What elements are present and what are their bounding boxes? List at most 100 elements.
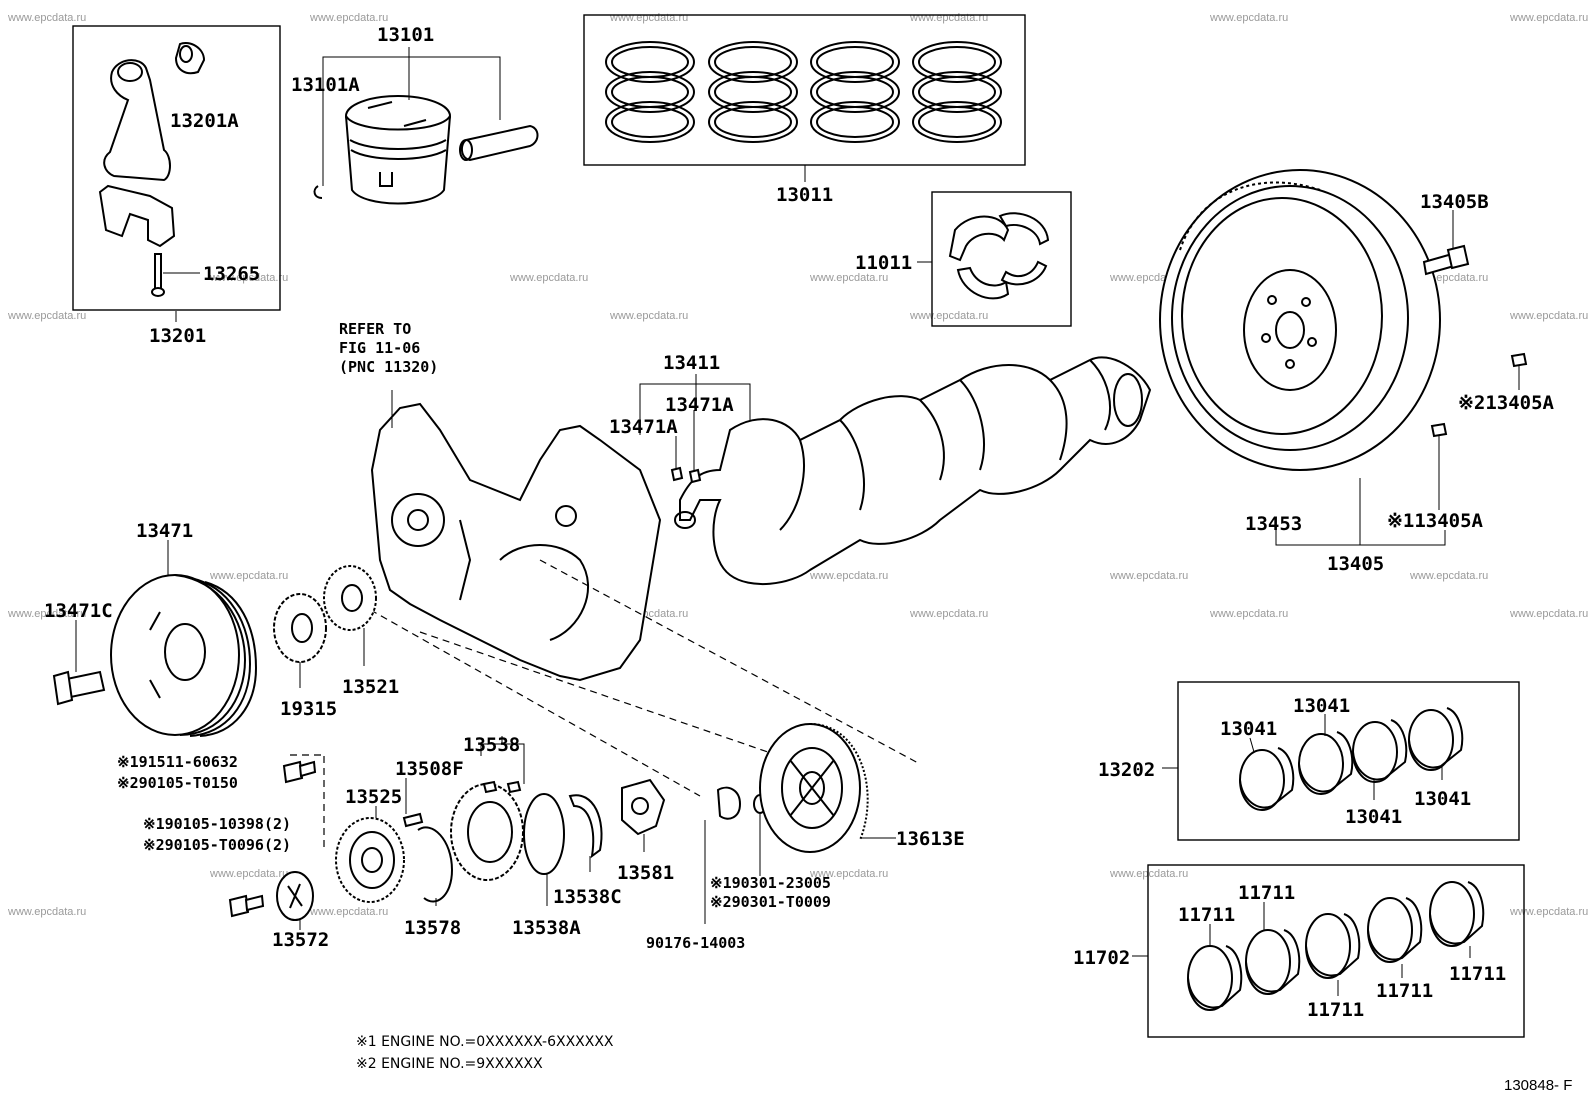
part-label-13405A-note1: ※113405A: [1387, 510, 1484, 532]
part-label-11711: 11711: [1376, 980, 1433, 1002]
part-label-13265: 13265: [203, 263, 260, 285]
part-label-13405: 13405: [1327, 553, 1384, 575]
part-label-13581: 13581: [617, 862, 674, 884]
part-label-11711: 11711: [1307, 999, 1364, 1021]
footnote-engine-range-2: ※2 ENGINE NO.=9XXXXXX: [356, 1056, 543, 1072]
connecting-rod-drawing: [98, 42, 206, 297]
part-label-13521: 13521: [342, 676, 399, 698]
part-label-90301-23005: ※190301-23005: [710, 874, 831, 892]
refer-note-line2: FIG 11-06: [339, 339, 420, 357]
watermark-text: www.epcdata.ru: [1209, 12, 1288, 24]
part-label-90105-10398: ※190105-10398(2): [143, 815, 291, 833]
part-label-90105-T0150: ※290105-T0150: [117, 774, 238, 792]
footnotes: ※1 ENGINE NO.=0XXXXXX-6XXXXXX ※2 ENGINE …: [356, 1034, 614, 1072]
part-label-13201: 13201: [149, 325, 206, 347]
rod-bearings-drawing: [1239, 707, 1464, 811]
crankshaft-drawing: [670, 356, 1152, 586]
watermark-text: www.epcdata.ru: [909, 12, 988, 24]
part-label-19315: 19315: [280, 698, 337, 720]
flywheel-group: 13405B ※213405A ※113405A 13453 13405: [1159, 169, 1555, 575]
group-frame: [931, 191, 1072, 327]
flywheel-drawing: [1159, 169, 1441, 471]
piston-rings-drawing: [605, 41, 1002, 143]
watermark-text: www.epcdata.ru: [1209, 608, 1288, 620]
part-label-13411: 13411: [663, 352, 720, 374]
thrust-washer-group: 11011: [855, 191, 1072, 327]
refer-note-line1: REFER TO: [339, 320, 411, 338]
part-label-13538C: 13538C: [553, 886, 622, 908]
pin-drawing: [506, 780, 522, 794]
watermark-text: www.epcdata.ru: [809, 272, 888, 284]
part-label-90105-T0096: ※290105-T0096(2): [143, 836, 291, 854]
watermark-text: www.epcdata.ru: [7, 310, 86, 322]
refer-note-line3: (PNC 11320): [339, 358, 438, 376]
part-label-13041: 13041: [1293, 695, 1350, 717]
crankshaft-group: 13411 13471A 13471A: [609, 352, 1152, 586]
part-label-13041: 13041: [1220, 718, 1277, 740]
plate-13572-drawing: [276, 871, 314, 921]
watermark-text: www.epcdata.ru: [309, 906, 388, 918]
bolt-90105-drawing: [228, 894, 265, 918]
part-label-13011: 13011: [776, 184, 833, 206]
part-label-11702: 11702: [1073, 947, 1130, 969]
sensor-plate-19315-drawing: [273, 593, 327, 663]
timing-cover-group: REFER TO FIG 11-06 (PNC 11320): [339, 320, 662, 682]
main-bearing-set-group: 11702 11711 11711 11711 11711 11711: [1073, 864, 1525, 1038]
watermark-text: www.epcdata.ru: [1509, 608, 1588, 620]
group-frame: [1177, 681, 1520, 841]
oil-pump-group: 13538 13508F 13525 13581 13578 13538A 13…: [117, 723, 965, 952]
watermark-text: www.epcdata.ru: [209, 272, 288, 284]
driven-gear-13613E-drawing: [759, 723, 869, 853]
part-label-13613E: 13613E: [896, 828, 965, 850]
watermark-text: www.epcdata.ru: [809, 570, 888, 582]
part-label-13525: 13525: [345, 786, 402, 808]
part-label-11711: 11711: [1178, 904, 1235, 926]
snap-ring-13538C-drawing: [568, 794, 603, 859]
part-label-13471C: 13471C: [44, 600, 113, 622]
watermark-text: www.epcdata.ru: [209, 570, 288, 582]
part-label-13041: 13041: [1345, 806, 1402, 828]
group-frame: [72, 25, 281, 311]
watermark-text: www.epcdata.ru: [909, 310, 988, 322]
part-label-13578: 13578: [404, 917, 461, 939]
part-label-13508F: 13508F: [395, 758, 464, 780]
watermark-text: www.epcdata.ru: [1509, 906, 1588, 918]
bolt-13405B-drawing: [1422, 244, 1470, 276]
part-label-13201A: 13201A: [170, 110, 239, 132]
gear-13525-drawing: [335, 817, 405, 903]
assembly-guide-lines: [290, 559, 921, 850]
part-label-90301-T0009: ※290301-T0009: [710, 893, 831, 911]
watermark-text: www.epcdata.ru: [609, 310, 688, 322]
rod-bearing-set-group: 13202 13041 13041 13041 13041: [1098, 681, 1520, 841]
part-label-13538: 13538: [463, 734, 520, 756]
part-label-11011: 11011: [855, 252, 912, 274]
part-label-13041: 13041: [1414, 788, 1471, 810]
part-label-11711: 11711: [1449, 963, 1506, 985]
bolt-13471C-drawing: [52, 670, 106, 706]
watermark-text: www.epcdata.ru: [209, 868, 288, 880]
group-frame: [1147, 864, 1525, 1038]
pump-13581-drawing: [621, 778, 666, 836]
watermark-text: www.epcdata.ru: [309, 12, 388, 24]
watermark-text: www.epcdata.ru: [1509, 310, 1588, 322]
main-bearings-drawing: [1187, 881, 1485, 1011]
figure-id: 130848- F: [1504, 1077, 1572, 1094]
part-label-13101A: 13101A: [291, 74, 360, 96]
pin-drawing: [1510, 352, 1528, 368]
watermark-text: www.epcdata.ru: [809, 868, 888, 880]
pin-drawing: [1430, 422, 1448, 438]
part-label-90176-14003: 90176-14003: [646, 934, 745, 952]
rotor-plate-13538-drawing: [450, 783, 524, 881]
watermark-text: www.epcdata.ru: [1509, 12, 1588, 24]
crank-pulley-drawing: [110, 574, 258, 737]
watermark-text: www.epcdata.ru: [7, 906, 86, 918]
connecting-rod-group: 13201A 13265 13201: [72, 25, 281, 347]
watermark-text: www.epcdata.ru: [609, 12, 688, 24]
part-label-13538A: 13538A: [512, 917, 581, 939]
o-ring-13538A-drawing: [523, 793, 565, 875]
part-label-91511-60632: ※191511-60632: [117, 753, 238, 771]
watermark-text: www.epcdata.ru: [509, 272, 588, 284]
watermark-text: www.epcdata.ru: [909, 608, 988, 620]
